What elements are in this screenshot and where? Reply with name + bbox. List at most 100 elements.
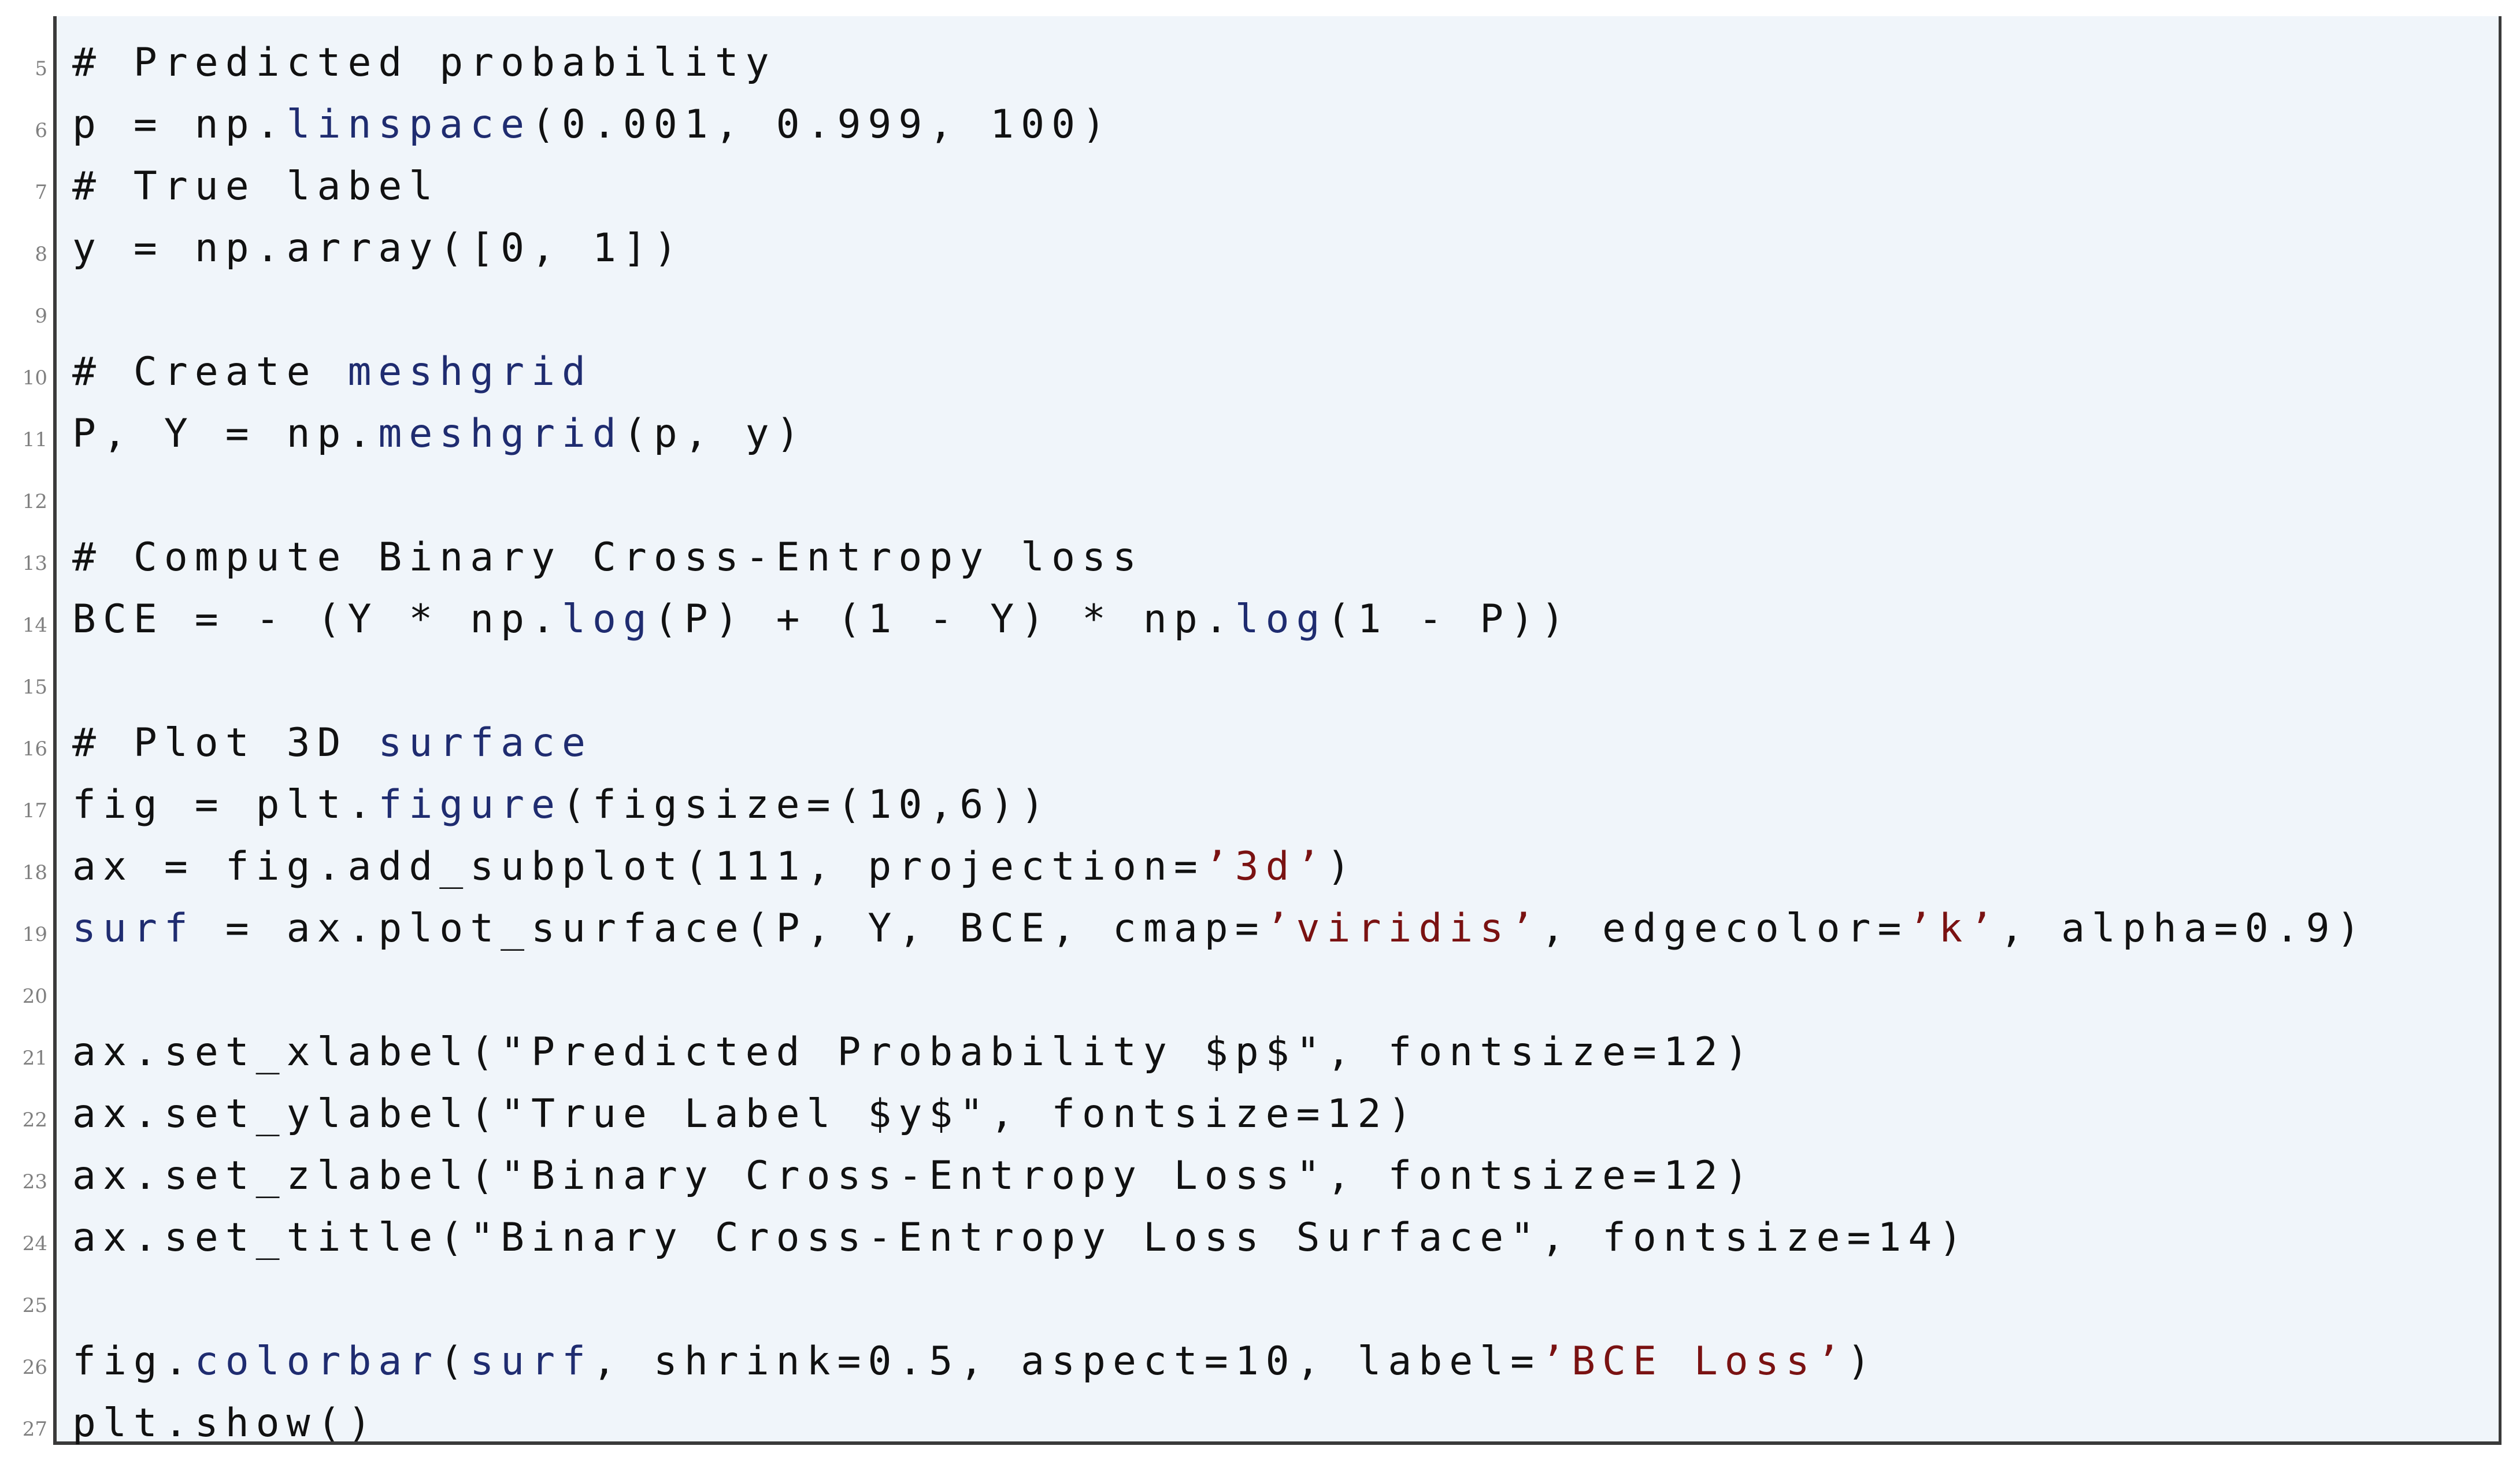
code-line: 17 fig = plt.figure(figsize=(10,6)) xyxy=(23,774,2499,836)
line-number: 12 xyxy=(22,490,47,513)
code-line: 7 # True label xyxy=(35,155,2499,217)
code-string: ’k’ xyxy=(1908,906,2000,951)
code-token: , edgecolor= xyxy=(1541,906,1908,951)
code-string: ’3d’ xyxy=(1204,844,1327,889)
code-text: # Create meshgrid xyxy=(72,341,592,403)
code-line: 26 fig.colorbar(surf, shrink=0.5, aspect=… xyxy=(23,1330,2499,1392)
code-line: 11 P, Y = np.meshgrid(p, y) xyxy=(23,403,2499,465)
code-token: p = np. xyxy=(72,102,287,147)
code-line: 5 # Predicted probability xyxy=(35,32,2499,94)
code-token: (p, y) xyxy=(622,411,807,457)
code-string: ’BCE Loss’ xyxy=(1541,1339,1847,1384)
line-number: 19 xyxy=(22,923,47,946)
code-string: ’viridis’ xyxy=(1265,906,1541,951)
code-text: ax.set_ylabel("True Label $y$", fontsize… xyxy=(72,1083,1418,1145)
code-token: ) xyxy=(1847,1339,1878,1384)
code-keyword: figure xyxy=(378,782,562,828)
code-keyword: linspace xyxy=(286,102,532,147)
code-line: 9 xyxy=(35,279,2499,341)
code-text: P, Y = np.meshgrid(p, y) xyxy=(72,403,807,465)
line-number: 6 xyxy=(35,119,47,142)
code-token: (P) + (1 - Y) * np. xyxy=(653,596,1235,642)
code-keyword: surf xyxy=(470,1339,592,1384)
code-keyword: meshgrid xyxy=(347,349,592,395)
code-token: # True label xyxy=(72,164,440,209)
line-number: 8 xyxy=(35,243,47,266)
code-keyword: log xyxy=(1235,596,1327,642)
code-token: # Plot 3D xyxy=(72,720,379,766)
code-keyword: meshgrid xyxy=(378,411,623,457)
code-line: 24 ax.set_title("Binary Cross-Entropy Los… xyxy=(23,1207,2499,1269)
code-text: surf = ax.plot_surface(P, Y, BCE, cmap=’… xyxy=(72,898,2367,959)
code-keyword: colorbar xyxy=(194,1339,440,1384)
code-text: fig.colorbar(surf, shrink=0.5, aspect=10… xyxy=(72,1330,1877,1392)
line-number: 27 xyxy=(22,1418,47,1441)
code-line: 18 ax = fig.add_subplot(111, projection=’… xyxy=(23,836,2499,898)
code-token: P, Y = np. xyxy=(72,411,379,457)
code-token: , shrink=0.5, aspect=10, label= xyxy=(592,1339,1541,1384)
code-token: (0.001, 0.999, 100) xyxy=(531,102,1113,147)
code-text: ax = fig.add_subplot(111, projection=’3d… xyxy=(72,836,1357,898)
code-keyword: surf xyxy=(72,906,195,951)
code-line: 27 plt.show() xyxy=(23,1392,2499,1454)
code-text: BCE = - (Y * np.log(P) + (1 - Y) * np.lo… xyxy=(72,588,1572,650)
code-keyword: log xyxy=(562,596,654,642)
code-token: , alpha=0.9) xyxy=(2000,906,2367,951)
line-number: 16 xyxy=(22,737,47,761)
line-number: 11 xyxy=(22,428,47,451)
code-line: 19 surf = ax.plot_surface(P, Y, BCE, cmap… xyxy=(23,898,2499,959)
line-number: 22 xyxy=(22,1109,47,1132)
code-token: fig. xyxy=(72,1339,195,1384)
line-number: 20 xyxy=(22,985,47,1008)
line-number: 24 xyxy=(22,1232,47,1255)
code-token: ax.set_title("Binary Cross-Entropy Loss … xyxy=(72,1215,1970,1261)
code-token: (1 - P)) xyxy=(1326,596,1572,642)
line-number: 23 xyxy=(22,1170,47,1193)
line-number: 9 xyxy=(35,305,47,328)
code-token: ax.set_ylabel("True Label $y$", fontsize… xyxy=(72,1091,1419,1137)
line-number: 10 xyxy=(22,366,47,390)
code-token: # Create xyxy=(72,349,348,395)
code-listing: 5 # Predicted probability 6 p = np.linspace… xyxy=(23,16,2502,1446)
code-keyword: surface xyxy=(378,720,592,766)
line-number: 26 xyxy=(22,1356,47,1379)
code-line: 23 ax.set_zlabel("Binary Cross-Entropy Lo… xyxy=(23,1145,2499,1207)
code-line: 12 xyxy=(23,465,2499,527)
code-text: # Plot 3D surface xyxy=(72,712,592,774)
code-text: # True label xyxy=(72,155,439,217)
code-text: ax.set_title("Binary Cross-Entropy Loss … xyxy=(72,1207,1969,1269)
line-number: 18 xyxy=(22,861,47,884)
code-token: plt.show() xyxy=(72,1400,379,1446)
code-text: y = np.array([0, 1]) xyxy=(72,217,684,279)
code-line: 6 p = np.linspace(0.001, 0.999, 100) xyxy=(35,94,2499,155)
code-token: ax = fig.add_subplot(111, projection= xyxy=(72,844,1205,889)
code-token: ( xyxy=(439,1339,470,1384)
code-line: 16 # Plot 3D surface xyxy=(23,712,2499,774)
code-text: p = np.linspace(0.001, 0.999, 100) xyxy=(72,94,1113,155)
code-line: 8 y = np.array([0, 1]) xyxy=(35,217,2499,279)
line-number: 13 xyxy=(22,552,47,575)
code-text: fig = plt.figure(figsize=(10,6)) xyxy=(72,774,1051,836)
code-line: 25 xyxy=(23,1269,2499,1330)
code-line: 21 ax.set_xlabel("Predicted Probability $… xyxy=(23,1021,2499,1083)
code-line: 20 xyxy=(23,959,2499,1021)
code-token: ) xyxy=(1326,844,1358,889)
code-token: fig = plt. xyxy=(72,782,379,828)
line-number: 5 xyxy=(35,57,47,80)
code-token: ax.set_xlabel("Predicted Probability $p$… xyxy=(72,1029,1755,1075)
line-number: 17 xyxy=(22,799,47,822)
code-text: plt.show() xyxy=(72,1392,378,1454)
line-number: 21 xyxy=(22,1047,47,1070)
code-token: BCE = - (Y * np. xyxy=(72,596,562,642)
code-token: # Predicted probability xyxy=(72,40,776,86)
code-text: # Compute Binary Cross-Entropy loss xyxy=(72,527,1143,588)
line-number: 25 xyxy=(22,1294,47,1317)
code-line: 13 # Compute Binary Cross-Entropy loss xyxy=(23,527,2499,588)
code-token: (figsize=(10,6)) xyxy=(562,782,1052,828)
code-token: y = np.array([0, 1]) xyxy=(72,225,684,271)
code-token: # Compute Binary Cross-Entropy loss xyxy=(72,535,1143,580)
line-number: 7 xyxy=(35,181,47,204)
code-token: ax.set_zlabel("Binary Cross-Entropy Loss… xyxy=(72,1153,1755,1199)
code-token: = ax.plot_surface(P, Y, BCE, cmap= xyxy=(194,906,1266,951)
